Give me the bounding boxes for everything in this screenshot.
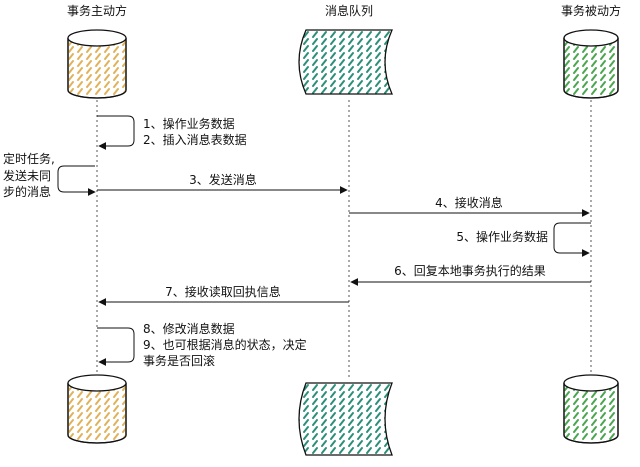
database-icon-receiver-top (563, 29, 619, 99)
queue-icon-bottom (298, 382, 393, 456)
self-arrow-receiver-5 (553, 222, 591, 257)
database-icon-initiator-top (67, 29, 127, 99)
self-arrow-initiator-8-9 (97, 327, 135, 366)
step-7-label: 7、接收读取回执信息 (165, 284, 281, 299)
participant-label-queue: 消息队列 (325, 3, 373, 18)
step-3-label: 3、发送消息 (189, 172, 257, 187)
side-note-line2: 发送未同 (3, 168, 51, 183)
side-note-line3: 步的消息 (3, 184, 51, 199)
step-4-label: 4、接收消息 (435, 195, 503, 210)
self-arrow-scheduled-task (57, 165, 96, 196)
participant-label-receiver: 事务被动方 (561, 3, 621, 18)
step-9-label-line1: 9、也可根据消息的状态，决定 (143, 337, 307, 352)
self-arrow-initiator-1-2 (97, 115, 135, 150)
queue-icon-top (298, 29, 393, 95)
step-1-label: 1、操作业务数据 (143, 116, 235, 131)
database-icon-receiver-bottom (563, 374, 619, 444)
step-5-label: 5、操作业务数据 (456, 229, 548, 244)
step-6-label: 6、回复本地事务执行的结果 (394, 263, 546, 278)
participant-label-initiator: 事务主动方 (67, 3, 127, 18)
step-2-label: 2、插入消息表数据 (143, 132, 247, 147)
side-note-line1: 定时任务, (3, 151, 55, 166)
step-9-label-line2: 事务是否回滚 (143, 353, 215, 368)
database-icon-initiator-bottom (67, 374, 127, 444)
step-8-label: 8、修改消息数据 (143, 321, 235, 336)
